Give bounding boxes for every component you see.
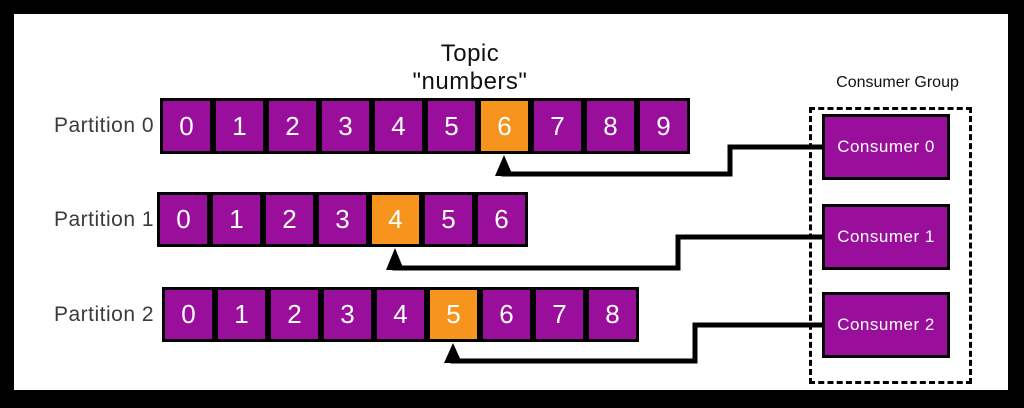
current-offset-cell: 5 (427, 287, 480, 342)
offset-cell: 3 (316, 192, 369, 247)
offset-cell: 0 (157, 192, 210, 247)
offset-cell: 0 (162, 287, 215, 342)
offset-cell: 7 (533, 287, 586, 342)
offset-cell: 3 (321, 287, 374, 342)
current-offset-cell: 6 (478, 98, 531, 154)
partition-label-1: Partition 1 (54, 207, 155, 231)
offset-cell: 0 (160, 98, 213, 154)
offset-cell: 1 (213, 98, 266, 154)
topic-title: Topic "numbers" (330, 40, 610, 96)
offset-cell: 2 (266, 98, 319, 154)
current-offset-cell: 4 (369, 192, 422, 247)
consumer-group-label: Consumer Group (836, 74, 959, 91)
offset-cell: 9 (637, 98, 690, 154)
offset-cell: 6 (480, 287, 533, 342)
offset-cell: 1 (215, 287, 268, 342)
offset-cell: 2 (268, 287, 321, 342)
consumer-box-0: Consumer 0 (822, 114, 950, 180)
offset-cell: 8 (586, 287, 639, 342)
offset-cell: 8 (584, 98, 637, 154)
offset-cell: 4 (372, 98, 425, 154)
offset-cell: 7 (531, 98, 584, 154)
offset-cell: 1 (210, 192, 263, 247)
offset-cell: 5 (425, 98, 478, 154)
topic-title-line1: Topic (440, 40, 500, 67)
partition-label-2: Partition 2 (54, 302, 155, 326)
offset-cell: 3 (319, 98, 372, 154)
topic-title-line2: "numbers" (412, 68, 528, 95)
partition-label-0: Partition 0 (54, 114, 155, 137)
offset-cell: 5 (422, 192, 475, 247)
offset-cell: 4 (374, 287, 427, 342)
consumer-box-1: Consumer 1 (822, 204, 950, 270)
offset-cell: 2 (263, 192, 316, 247)
consumer-box-2: Consumer 2 (822, 292, 950, 358)
offset-cell: 6 (475, 192, 528, 247)
